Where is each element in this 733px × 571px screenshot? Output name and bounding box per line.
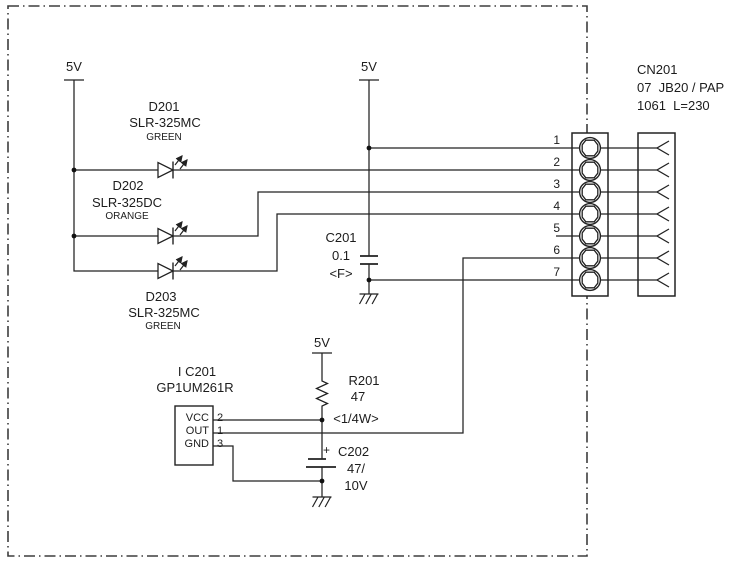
capacitor-plates [306,255,378,468]
d202-color-label: ORANGE [105,211,149,222]
c201-note-label: <F> [329,266,353,281]
d202-ref-label: D202 [112,178,144,193]
cn201-pin-2-number: 2 [553,155,560,169]
c202-polarity-label: + [323,443,331,457]
d201-ref-label: D201 [148,99,180,114]
wire-ic-gnd [213,445,322,482]
d203-color-label: GREEN [145,321,181,332]
cn201-pin-4-number: 4 [553,199,560,213]
board-boundary [7,5,588,557]
c202-voltage-label: 10V [344,478,368,493]
d203-part-label: SLR-325MC [128,305,200,320]
cn201-pin-1-number: 1 [553,133,560,147]
ground-icon-c202 [311,496,333,508]
cn201-type-label: 07 JB20 / PAP [637,80,725,95]
cn201-pin-6-number: 6 [553,243,560,257]
r201-value-label: 47 [350,389,366,404]
c201-value-label: 0.1 [331,248,351,263]
wire-rail-d203-pin4 [73,80,584,272]
d202-part-label: SLR-325DC [91,195,163,210]
ic201-pin-out-number: 1 [217,425,224,437]
ic201-part-label: GP1UM261R [156,380,234,395]
ic201-pin-vcc-number: 2 [217,412,224,424]
cn201-length-label: 1061 L=230 [637,98,710,113]
resistor-r201-symbol [314,353,330,459]
power-label-mid: 5V [361,59,377,74]
r201-ref-label: R201 [348,373,380,388]
ic201-pin-gnd-number: 3 [217,438,224,450]
capacitor-c201-symbol [360,255,378,265]
ic201-body [174,405,214,466]
wire-out-pin6 [213,257,584,434]
junction-dots [71,145,372,484]
c201-ref-label: C201 [325,230,357,245]
power-label-r201: 5V [314,335,330,350]
wires-connector-tails [598,147,657,281]
cn201-pin-7-number: 7 [553,265,560,279]
d201-color-label: GREEN [146,132,182,143]
led-d202-icon [158,222,187,245]
ic201-ref-label: I C201 [177,364,217,379]
ic201-pin-out-label: OUT [185,425,209,437]
c202-ref-label: C202 [338,444,370,459]
led-d201-icon [158,156,187,179]
cn201-pin-3-number: 3 [553,177,560,191]
capacitor-c202-symbol [306,458,336,468]
power-label-left: 5V [66,59,82,74]
ic201-pin-gnd-label: GND [184,438,209,450]
d203-ref-label: D203 [145,289,177,304]
cn201-pin-5-number: 5 [553,221,560,235]
ic201-pin-vcc-label: VCC [185,412,209,424]
led-d203-icon [158,257,187,280]
ground-icon-c201 [358,293,380,305]
r201-rating-label: <1/4W> [333,411,379,426]
d201-part-label: SLR-325MC [129,115,201,130]
c202-value-label: 47/ [346,461,366,476]
cn201-ref-label: CN201 [637,62,678,77]
